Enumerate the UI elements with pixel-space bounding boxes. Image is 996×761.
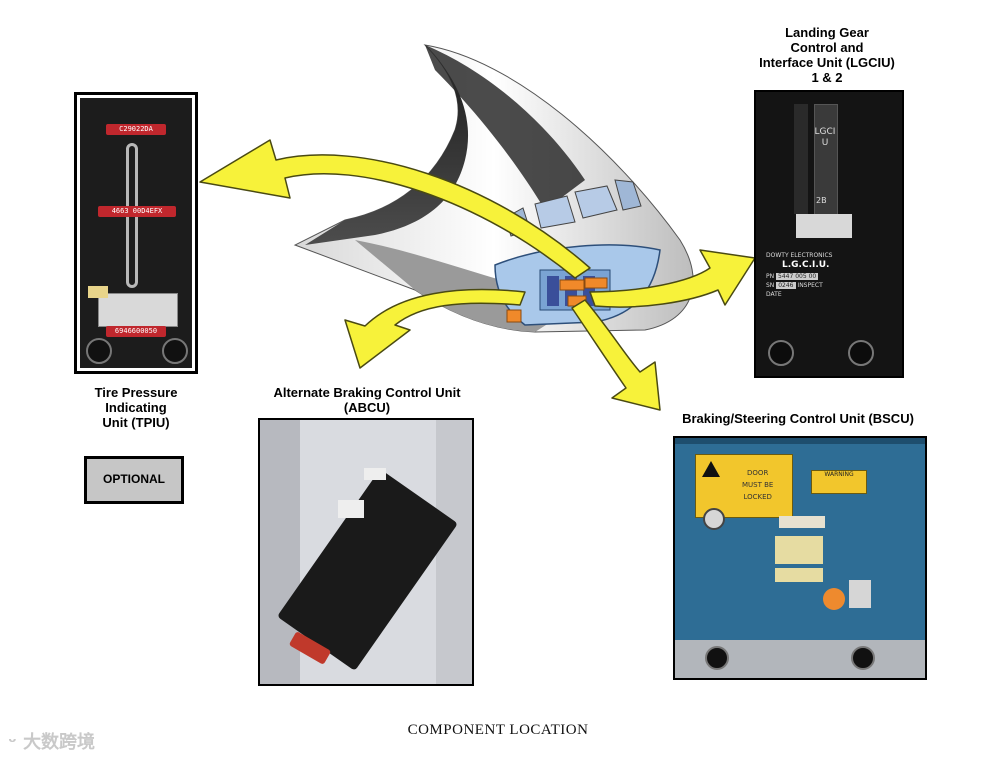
bscu-placard-3 [775,568,823,582]
watermark-logo-icon: ᵕ [8,732,17,753]
arrow-to-lgciu [589,249,756,308]
tpiu-photo-frame [74,92,198,374]
abcu-rack-right [436,420,472,684]
lgciu-vertical-text: LGCIU [814,127,836,148]
tpiu-placard [98,293,178,327]
lgciu-pn: 5447 005 00 [776,273,819,280]
optional-label: OPTIONAL [103,472,165,486]
abcu-photo [258,418,474,686]
figure-caption: COMPONENT LOCATION [407,722,589,738]
bscu-side-label [849,580,871,608]
lgciu-photo: LGCIU 2B DOWTY ELECTRONICS L.G.C.I.U. PN… [754,90,904,378]
bscu-warning-triangle-icon [702,461,720,477]
tpiu-tag-mid: 4663 00D4EFX [98,206,176,217]
tpiu-photo: C29022DA 4663 00D4EFX 6946600050 [80,98,192,368]
lgciu-unit: L.G.C.I.U. [782,260,830,270]
lgciu-knob-left [768,340,794,366]
lgciu-bracket [796,214,852,238]
bscu-latch [703,508,725,530]
lgciu-knob-right [848,340,874,366]
arrow-to-tpiu [199,139,591,279]
abcu-label-plate-2 [338,500,364,518]
bscu-warning-sticker: WARNING [811,470,867,494]
bscu-placard-1 [779,516,825,528]
bscu-knob-right [851,646,875,670]
watermark: ᵕ 大数跨境 [8,732,96,753]
tpiu-tag-bottom: 6946600050 [106,326,166,337]
lgciu-rail-left [794,104,808,214]
tpiu-sticker [88,286,108,298]
bscu-placard-2 [775,536,823,564]
tpiu-tag-top: C29022DA [106,124,166,135]
bscu-orange-dot [823,588,845,610]
bscu-label: Braking/Steering Control Unit (BSCU) [682,411,914,426]
lgciu-plate: PN 5447 005 00 SN 0246 INSPECT DATE [766,273,823,298]
tpiu-knob-left [86,338,112,364]
lgciu-maker: DOWTY ELECTRONICS [766,252,833,259]
arrow-to-abcu [344,288,526,369]
abcu-label: Alternate Braking Control Unit (ABCU) [273,385,461,415]
lgciu-label: Landing Gear Control and Interface Unit … [759,25,895,85]
arrow-to-bscu [571,299,661,411]
lgciu-slot: 2B [816,196,827,205]
tpiu-knob-right [162,338,188,364]
optional-badge [84,456,184,504]
lgciu-sn: 0246 [776,282,796,289]
abcu-label-plate [364,468,386,480]
bscu-photo: DOOR MUST BE LOCKED WARNING [673,436,927,680]
lgciu-handle [814,104,838,216]
bscu-top-panel [675,438,925,444]
tpiu-label: Tire Pressure Indicating Unit (TPIU) [94,385,178,430]
bscu-door-sticker: DOOR MUST BE LOCKED [695,454,793,518]
bscu-knob-left [705,646,729,670]
